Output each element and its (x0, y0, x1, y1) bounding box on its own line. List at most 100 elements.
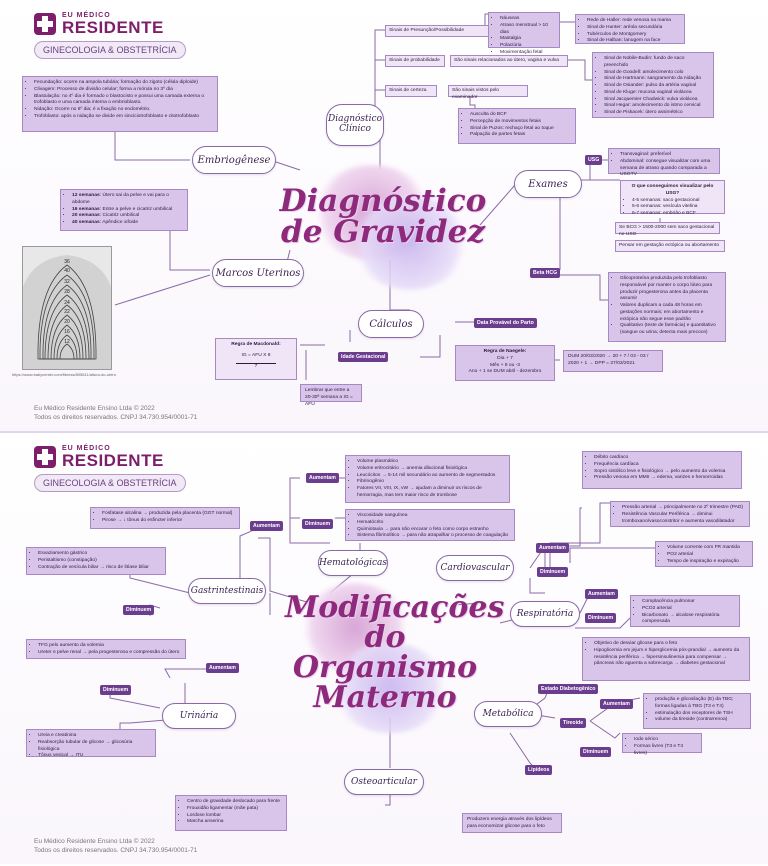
naegele-line: Ano + 1 se DUM abril - dezembro (468, 369, 542, 375)
brand-logo-2: EU MÉDICO RESIDENTE (34, 445, 164, 469)
probabilidade-desc: São sinais relacionados ao útero, vagina… (450, 55, 568, 67)
uterus-image: 36 40 32 28 24 22 20 16 12 (22, 246, 112, 370)
week-label: 16 (64, 329, 70, 335)
mcdonald-formula: IG = AFU X 8 (241, 352, 271, 358)
naegele-title: Regra de Naegele: (483, 349, 527, 354)
osteo-list: Centro de gravidade deslocado para frent… (175, 795, 287, 831)
estado-item: Hipoglicemia em jejum e hiperglicemia pó… (594, 648, 745, 668)
footer-line2: Todos os direitos reservados. CNPJ 34.73… (34, 413, 198, 421)
cardio-down-item: Resistência Vascular Periférica → diminu… (622, 512, 745, 526)
bhcg-range: Se BCG > 1500-2000 sem saco gestacional … (615, 222, 720, 237)
footer-line1: Eu Médico Residente Ensino Ltda © 2022 (34, 405, 155, 412)
marcos-item: 40 semanas: Apêndice xifoide (72, 220, 183, 227)
week-label: 28 (64, 289, 70, 295)
cardio-down-item: Pressão arterial → principalmente no 2º … (622, 505, 745, 512)
presuncao-list: Náuseas Atraso menstrual > 10 dias Masta… (488, 12, 560, 55)
usg-item: Transvaginal: preferível (620, 152, 715, 159)
mcdonald-divisor: 7 (254, 363, 258, 369)
node-diagnostico-clinico: Diagnóstico Clínico (326, 104, 384, 146)
presuncao-signs: Rede de Haller: rede venosa na mama Sina… (575, 14, 685, 44)
tireoide-up-item: estimulação dos receptores de TSH (655, 711, 746, 718)
hemato-down-item: Viscosidade sanguínea (357, 513, 510, 520)
mcdonald-title: Regra de Macdonald: (231, 342, 281, 347)
uterus-drawing: 36 40 32 28 24 22 20 16 12 (23, 247, 111, 369)
node-cardiovascular: Cardiovascular (436, 555, 514, 581)
hemato-up-item: Leucócitos → 5-14 mil secundário ao aume… (357, 473, 505, 480)
usg-answer: 4-5 semanas: saco gestacional (632, 198, 720, 205)
certeza-list: Ausculta do BCF Percepção de movimentos … (458, 108, 576, 144)
node-hematologicas: Hematológicas (318, 550, 388, 576)
node-gastrintestinais: Gastrintestinais (188, 578, 266, 604)
usg-item: Abdominal: consegue visualizar com uma s… (620, 159, 715, 179)
node-osteoarticular: Osteoarticular (344, 769, 424, 795)
cardio-up-item: Sopro sistólico leve e fisiológico → pel… (594, 469, 737, 476)
certeza-item: Percepção de movimentos fetais (470, 119, 571, 126)
usg-answer: 6-7 semanas: embrião e BCF (632, 211, 720, 218)
dpp-tag: Data Provável do Parto (474, 318, 537, 328)
urina-down-tag: Diminuem (100, 685, 132, 695)
embrio-item: Clivagem: Processo de divisão celular; f… (34, 87, 213, 94)
urina-up-item: TFG pelo aumento da volemia (38, 643, 181, 650)
gastro-down-item: Esvaziamento gástrico (38, 551, 161, 558)
subject-pill: GINECOLOGIA & OBSTETRÍCIA (34, 41, 186, 59)
image-caption: https://www.babycenter.com/fitness/89581… (12, 372, 116, 377)
probabilidade-sign: Sinal de Goodell: amolecimento colo (604, 70, 709, 77)
urina-up-tag: Aumentam (206, 663, 239, 673)
tireoide-down-item: Iodo sérico (634, 737, 697, 744)
week-label: 32 (64, 279, 70, 285)
gastro-up-item: Pirose → ↓ tônus do esfincter inferior (102, 518, 235, 525)
urina-up-list: TFG pelo aumento da volemia Ureter e pel… (26, 639, 186, 659)
gastro-up-item: Fosfatase alcalina → produzida pela plac… (102, 511, 235, 518)
resp-down-item: PCO2 arterial (642, 606, 735, 613)
hemato-down-item: Quimiotaxia → para não encarar o feto co… (357, 527, 510, 534)
marcos-list: 12 semanas: Útero sai da pelve e vai par… (60, 189, 188, 231)
page-diagnostico: EU MÉDICO RESIDENTE GINECOLOGIA & OBSTET… (0, 0, 768, 431)
probabilidade-sign: Sinal de Kluge: mucosa vaginal violácea (604, 90, 709, 97)
certeza-item: Ausculta do BCF (470, 112, 571, 119)
brand-cross-icon (34, 446, 56, 468)
node-calculos: Cálculos (358, 310, 424, 338)
hemato-down-item: Sistema fibrinolítico → para não atrapal… (357, 533, 510, 540)
footer: Eu Médico Residente Ensino Ltda © 2022 T… (34, 405, 197, 423)
usg-question: O que conseguimos visualizar pelo USG? (631, 184, 714, 196)
osteo-item: Frouxidão ligamentar (mãe pata) (187, 806, 282, 813)
embrio-item: Nidação: Ocorre no 6º dia; é a fixação n… (34, 107, 213, 114)
beta-item: Qualitativo (teste de farmácia) e quanti… (620, 323, 721, 337)
tireoide-down-item: Formas livres (T3 e T4 livres) (634, 744, 697, 758)
estado-list: Objetivo de desviar glicose para o feto … (582, 637, 750, 681)
sinais-presuncao-label: Sinais de Presunção/Possibilidade (385, 25, 490, 37)
node-urinaria: Urinária (162, 703, 236, 729)
marcos-item: 20 semanas: Cicatriz umbilical (72, 213, 183, 220)
gastro-down-tag: Diminuem (123, 605, 155, 615)
resp-up-item: PO2 arterial (667, 552, 748, 559)
brand-big: RESIDENTE (62, 451, 164, 470)
naegele-line: Mês + 9 ou -3 (489, 362, 521, 368)
certeza-item: Palpação de partes fetais (470, 132, 571, 139)
hemato-up-item: Fibrinogênio (357, 479, 505, 486)
cardio-down-list: Pressão arterial → principalmente no 2º … (610, 501, 750, 527)
footer-line1: Eu Médico Residente Ensino Ltda © 2022 (34, 838, 155, 845)
center-blob-2 (350, 195, 470, 290)
presuncao-item: Mastalgia (500, 36, 555, 43)
page-separator (0, 431, 768, 433)
cardio-up-item: Pressão venosa em MMII → edema, varizes … (594, 475, 737, 482)
lipideos-list: Produzem energia através dos lipídeos pa… (462, 813, 562, 833)
brand-small: EU MÉDICO (62, 445, 111, 452)
osteo-item: Centro de gravidade deslocado para frent… (187, 799, 282, 806)
week-label: 40 (64, 268, 70, 274)
brand-small: EU MÉDICO (62, 12, 111, 19)
hemato-down-tag: Diminuem (302, 519, 334, 529)
gastro-up-tag: Aumentam (250, 521, 283, 531)
embrio-item: Trofoblasto: após a nidação se divide em… (34, 114, 213, 121)
brand-logo: EU MÉDICO RESIDENTE (34, 12, 164, 36)
naegele-line: Dia + 7 (497, 355, 513, 361)
urina-down-item: Ureia e creatinina (38, 733, 151, 740)
center-blob-2 (330, 643, 450, 733)
beta-item: Glicoproteína produzida pelo trofoblasto… (620, 276, 721, 303)
probabilidade-sign: Sinal Jacquemier Chadwick: vulva violáce… (604, 97, 709, 104)
footer: Eu Médico Residente Ensino Ltda © 2022 T… (34, 838, 197, 856)
hemato-up-item: Fatores VII, VIII, IX, vW → ajudam a dim… (357, 486, 505, 500)
hemato-down-item: Hematócrito (357, 520, 510, 527)
cardio-up-tag: Aumentam (536, 543, 569, 553)
osteo-item: Marcha anserina (187, 819, 282, 826)
